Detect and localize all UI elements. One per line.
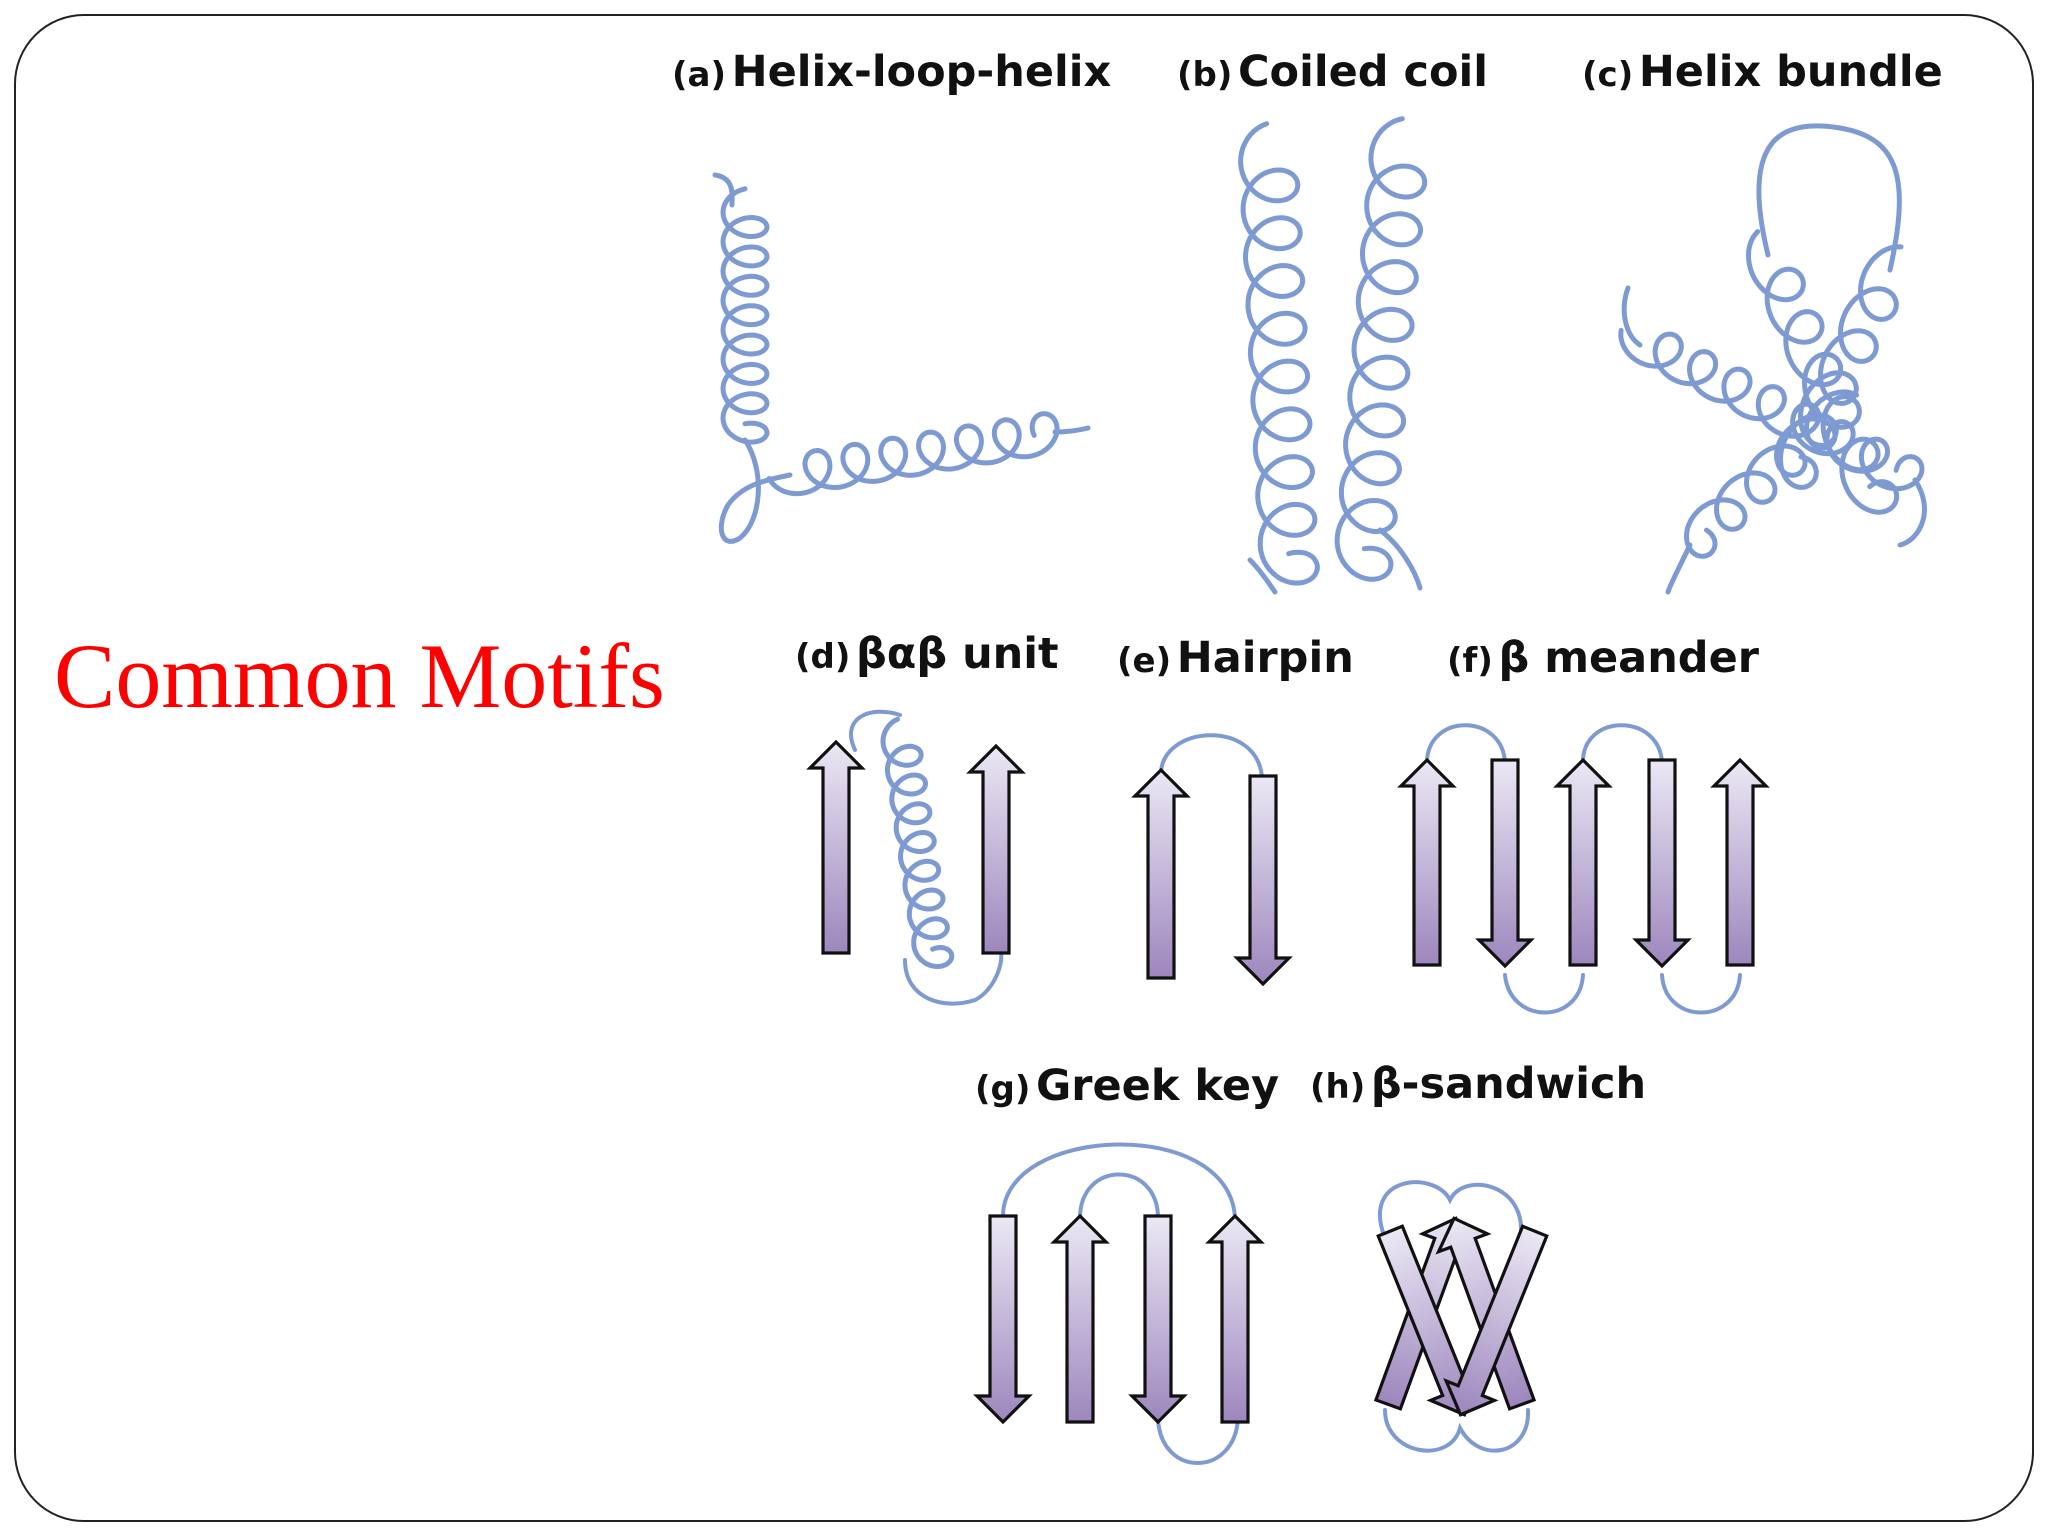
bab-helix [880,716,955,969]
hlh-horizontal-helix [766,411,1060,497]
helix-loop-helix-drawing [712,172,1091,544]
label-helix-loop-helix: (a) Helix-loop-helix [672,47,1112,97]
helix-bundle-helix-4 [1684,389,1859,559]
hairpin-drawing [1131,733,1293,987]
label-greek-key: (g) Greek key [975,1061,1279,1111]
label-bab-unit: (d) βαβ unit [795,629,1059,679]
label-beta-meander: (f) β meander [1447,633,1760,683]
strand-meander-3 [1553,757,1613,967]
strand-greek-2 [1050,1213,1110,1424]
coiled-coil-strand-left [1238,121,1320,586]
label-coiled-coil: (b) Coiled coil [1177,47,1488,97]
strand-greek-4 [1205,1213,1265,1424]
helix-bundle-helix-3 [1618,327,1925,492]
strand-meander-2 [1475,758,1535,969]
strand-meander-5 [1710,757,1770,967]
helix-bundle-drawing [1618,123,1927,595]
greek-key-drawing [973,1142,1265,1465]
strand-meander-4 [1632,758,1692,969]
slide-title: Common Motifs [54,625,665,727]
beta-meander-drawing [1397,723,1770,1015]
slide-frame [14,14,2034,1522]
beta-sandwich-drawing [1373,1180,1549,1453]
label-helix-bundle: (c) Helix bundle [1582,47,1943,97]
strand-hairpin-down [1233,774,1293,987]
label-beta-sandwich: (h) β-sandwich [1310,1059,1646,1109]
coiled-coil-strand-right [1334,116,1428,582]
strand-bab-2 [966,743,1026,955]
strand-greek-3 [1128,1214,1188,1425]
hlh-vertical-helix [720,186,770,445]
strand-bab-1 [806,739,866,955]
bab-unit-drawing [806,709,1026,1006]
strand-greek-1 [973,1214,1033,1425]
strand-hairpin-up [1131,767,1191,980]
strand-sandwich-front-2 [1443,1224,1549,1417]
strand-meander-1 [1397,757,1457,967]
label-hairpin: (e) Hairpin [1117,633,1354,683]
coiled-coil-drawing [1238,116,1428,595]
